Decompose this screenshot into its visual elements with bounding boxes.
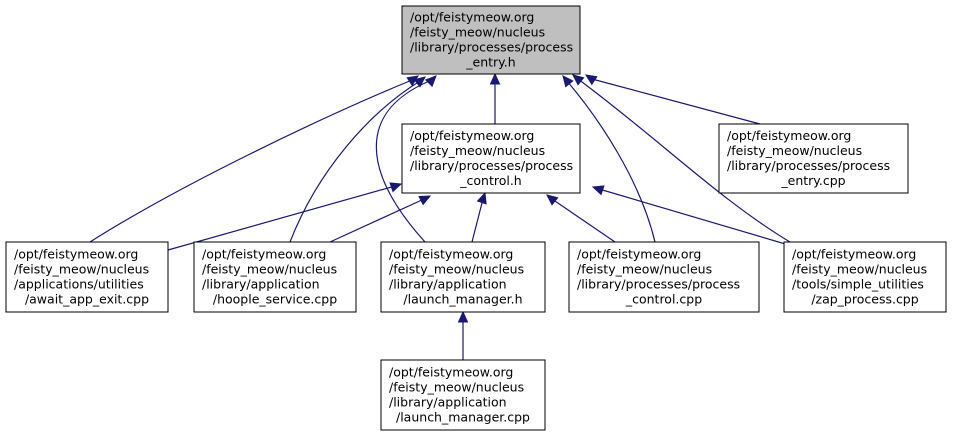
node-label-line: _entry.cpp	[780, 173, 845, 188]
node-label-line: /opt/feistymeow.org	[389, 247, 513, 262]
edge-zap_process_cpp-to-process_entry_h	[572, 74, 791, 243]
edge-line	[566, 80, 656, 243]
node-label-line: /tools/simple_utilities	[792, 277, 924, 292]
node-label-line: _control.cpp	[625, 292, 702, 307]
edge-hoople_service_cpp-to-process_control_h	[329, 195, 432, 243]
edge-launch_manager_h-to-process_entry_h	[375, 75, 437, 243]
edge-launch_manager_cpp-to-launch_manager_h	[457, 310, 469, 360]
edge-line	[329, 198, 425, 243]
node-box[interactable]	[783, 241, 947, 313]
node-label-line: /opt/feistymeow.org	[792, 247, 916, 262]
edge-process_control_cpp-to-process_entry_h	[562, 75, 656, 243]
node-label-line: /feisty_meow/nucleus	[389, 380, 524, 395]
edge-line	[577, 78, 791, 243]
node-process-control-cpp[interactable]: /opt/feistymeow.org/feisty_meow/nucleus/…	[568, 241, 760, 313]
edge-await_app_exit_cpp-to-process_control_h	[167, 182, 403, 251]
node-label-line: /library/application	[389, 395, 507, 410]
node-label-line: /feisty_meow/nucleus	[410, 143, 545, 158]
node-label-line: /library/processes/process	[410, 158, 573, 173]
arrowhead-icon	[413, 76, 426, 88]
node-label-line: /zap_process.cpp	[811, 292, 918, 307]
node-box[interactable]	[401, 5, 581, 75]
edge-process_control_h-to-process_entry_h	[489, 72, 501, 124]
node-label-line: /opt/feistymeow.org	[727, 128, 851, 143]
node-label-line: /feisty_meow/nucleus	[410, 25, 545, 40]
edge-launch_manager_h-to-process_control_h	[471, 191, 487, 243]
node-label-line: /feisty_meow/nucleus	[14, 262, 149, 277]
node-box[interactable]	[380, 359, 546, 431]
node-launch-manager-h[interactable]: /opt/feistymeow.org/feisty_meow/nucleus/…	[380, 241, 546, 313]
node-label-line: /opt/feistymeow.org	[577, 247, 701, 262]
arrowhead-icon	[457, 310, 469, 323]
arrowhead-icon	[476, 191, 487, 205]
edge-line	[591, 78, 761, 125]
node-zap-process-cpp[interactable]: /opt/feistymeow.org/feisty_meow/nucleus/…	[783, 241, 947, 313]
node-label-line: /library/processes/process	[410, 40, 573, 55]
node-label-line: /feisty_meow/nucleus	[727, 143, 862, 158]
arrowhead-icon	[562, 75, 574, 88]
node-label-line: /await_app_exit.cpp	[25, 292, 149, 307]
edge-line	[89, 79, 413, 243]
node-label-line: /hoople_service.cpp	[213, 292, 337, 307]
node-label-line: /opt/feistymeow.org	[389, 365, 513, 380]
arrowhead-icon	[418, 195, 432, 206]
node-process-entry-h[interactable]: /opt/feistymeow.org/feisty_meow/nucleus/…	[401, 5, 581, 75]
node-label-line: /launch_manager.h	[403, 292, 522, 307]
node-label-line: /applications/utilities	[14, 277, 144, 292]
edge-zap_process_cpp-to-process_control_h	[591, 185, 793, 247]
node-box[interactable]	[401, 123, 581, 194]
node-box[interactable]	[718, 123, 909, 194]
node-label-line: _entry.h	[465, 55, 515, 70]
edge-await_app_exit_cpp-to-process_entry_h	[89, 75, 420, 243]
edge-line	[551, 198, 616, 243]
node-label-line: /opt/feistymeow.org	[202, 247, 326, 262]
node-launch-manager-cpp[interactable]: /opt/feistymeow.org/feisty_meow/nucleus/…	[380, 359, 546, 431]
node-label-line: /feisty_meow/nucleus	[792, 262, 927, 277]
arrowhead-icon	[546, 194, 559, 206]
edge-line	[167, 185, 396, 251]
node-process-entry-cpp[interactable]: /opt/feistymeow.org/feisty_meow/nucleus/…	[718, 123, 909, 194]
edge-process_entry_cpp-to-process_entry_h	[584, 74, 761, 125]
node-label-line: /launch_manager.cpp	[396, 410, 530, 425]
node-label-line: /opt/feistymeow.org	[410, 10, 534, 25]
arrowhead-icon	[389, 182, 403, 193]
arrowhead-icon	[572, 74, 585, 86]
arrowhead-icon	[424, 75, 437, 88]
node-label-line: /library/application	[389, 277, 507, 292]
node-label-line: /library/processes/process	[577, 277, 740, 292]
node-hoople-service-cpp[interactable]: /opt/feistymeow.org/feisty_meow/nucleus/…	[193, 241, 357, 313]
edge-process_control_cpp-to-process_control_h	[546, 194, 616, 243]
node-box[interactable]	[193, 241, 357, 313]
node-label-line: /feisty_meow/nucleus	[202, 262, 337, 277]
edges-layer	[89, 72, 793, 360]
nodes-layer: /opt/feistymeow.org/feisty_meow/nucleus/…	[5, 5, 947, 431]
edge-line	[375, 79, 433, 243]
node-process-control-h[interactable]: /opt/feistymeow.org/feisty_meow/nucleus/…	[401, 123, 581, 194]
edge-hoople_service_cpp-to-process_entry_h	[289, 76, 426, 243]
node-label-line: /feisty_meow/nucleus	[389, 262, 524, 277]
arrowhead-icon	[489, 72, 501, 85]
node-label-line: /library/processes/process	[727, 158, 890, 173]
edge-line	[471, 198, 484, 243]
edge-line	[598, 188, 793, 247]
node-label-line: /feisty_meow/nucleus	[577, 262, 712, 277]
node-label-line: _control.h	[459, 173, 521, 188]
arrowhead-icon	[584, 74, 598, 86]
node-box[interactable]	[5, 241, 169, 313]
node-label-line: /library/application	[202, 277, 320, 292]
node-label-line: /opt/feistymeow.org	[14, 247, 138, 262]
node-await-app-exit-cpp[interactable]: /opt/feistymeow.org/feisty_meow/nucleus/…	[5, 241, 169, 313]
node-label-line: /opt/feistymeow.org	[410, 128, 534, 143]
edge-line	[289, 80, 421, 243]
node-box[interactable]	[568, 241, 760, 313]
node-box[interactable]	[380, 241, 546, 313]
arrowhead-icon	[591, 185, 605, 196]
